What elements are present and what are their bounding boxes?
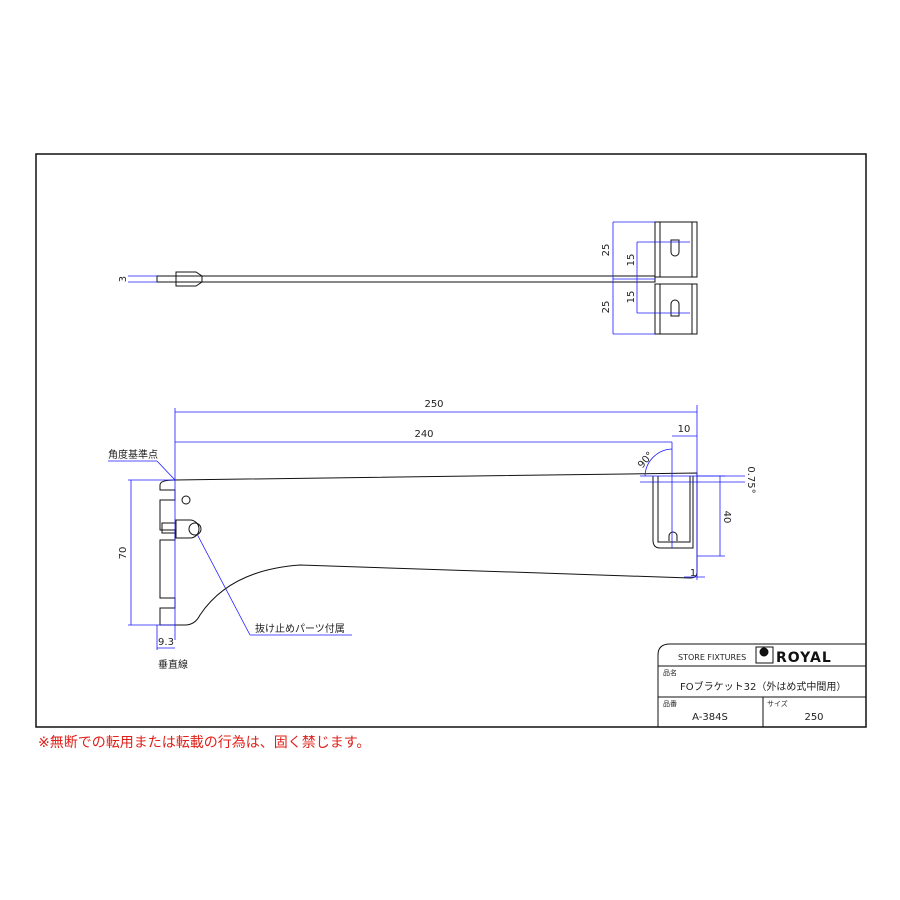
- size-value: 250: [804, 712, 823, 723]
- slot-upper: [670, 239, 680, 257]
- dim-inner-length: 240: [414, 429, 433, 440]
- rod-end-cap: [175, 271, 203, 287]
- product-name: FOブラケット32（外はめ式中間用）: [680, 680, 846, 693]
- dim-rod-thickness: 3: [118, 276, 129, 282]
- slot-lower: [670, 299, 680, 317]
- dim-end-height: 40: [721, 511, 732, 524]
- dim-slot-upper: 15: [626, 254, 637, 267]
- royal-logo-mark: [755, 646, 774, 664]
- rod: [156, 275, 656, 283]
- label-angle-reference: 角度基準点: [108, 448, 158, 461]
- dim-plate-lower: 25: [601, 301, 612, 314]
- dim-plate-upper: 25: [601, 244, 612, 257]
- dim-tilt-angle: 0.75°: [745, 466, 756, 493]
- company-tag: STORE FIXTURES: [678, 653, 746, 662]
- end-slot: [668, 531, 678, 541]
- top-view: [156, 221, 698, 335]
- dim-end-width: 10: [678, 424, 691, 435]
- end-hook: [652, 476, 694, 549]
- label-stopper-note: 抜け止めパーツ付属: [255, 622, 345, 635]
- stopper-pin: [188, 522, 202, 536]
- dim-hook-offset: 9.3: [158, 637, 174, 648]
- bracket-outline: [159, 472, 698, 626]
- dim-angle-right: 90°: [636, 450, 656, 471]
- drawing-frame: [35, 153, 867, 728]
- dim-overall-length: 250: [424, 399, 443, 410]
- copyright-warning: ※無断での転用または転載の行為は、固く禁じます。: [38, 735, 371, 751]
- part-number: A-384S: [692, 712, 728, 723]
- stopper-part: [161, 519, 200, 539]
- title-block: [657, 643, 866, 727]
- size-label: サイズ: [767, 699, 788, 708]
- side-view: [159, 472, 698, 626]
- product-name-label: 品名: [663, 668, 677, 677]
- top-view-dimension-lines: [128, 221, 690, 335]
- side-view-dimension-lines: [108, 405, 745, 650]
- hole: [181, 495, 191, 505]
- end-hook-inner: [657, 476, 691, 543]
- brand-logo: ROYAL: [776, 650, 832, 666]
- dim-height: 70: [118, 547, 129, 560]
- part-number-label: 品番: [663, 700, 677, 708]
- plate-upper: [654, 221, 698, 278]
- label-vertical-line: 垂直線: [158, 658, 188, 671]
- dim-slot-lower: 15: [626, 291, 637, 304]
- dim-end-offset: 1: [690, 568, 696, 579]
- plate-lower: [654, 283, 698, 335]
